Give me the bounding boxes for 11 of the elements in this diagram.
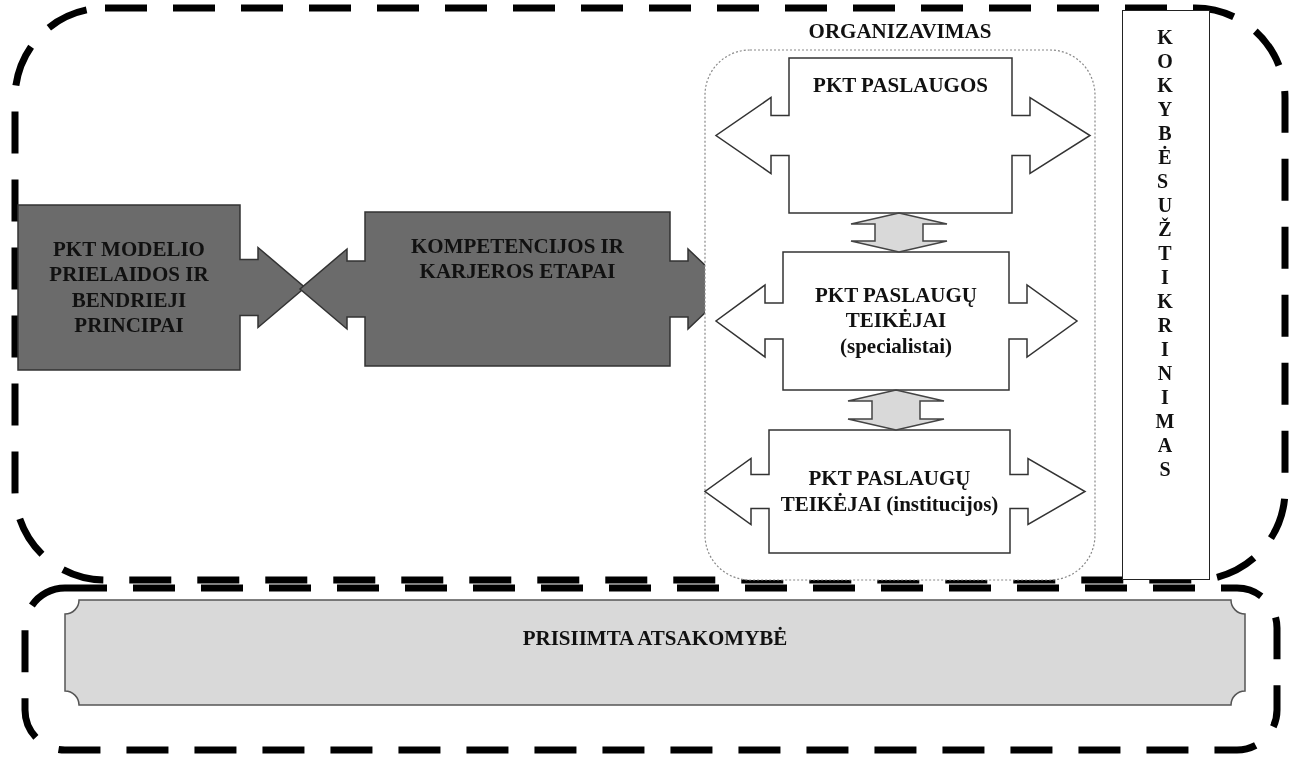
- node-label: KOMPETENCIJOS IR KARJEROS ETAPAI: [410, 233, 625, 285]
- double-arrow: [850, 212, 948, 253]
- vertical-label: KOKYBĖS UŽTIKRINIMAS: [1155, 25, 1175, 481]
- node-label: PKT PASLAUGOS: [813, 72, 988, 99]
- node-label: PKT PASLAUGŲ TEIKĖJAI (institucijos): [779, 466, 1000, 517]
- double-arrow: [847, 389, 945, 431]
- vertical-box: [1122, 10, 1210, 580]
- node-label: PKT MODELIO PRIELAIDOS IR BENDRIEJI PRINCIPAI: [48, 237, 210, 338]
- node-label: PKT PASLAUGŲ TEIKĖJAI (specialistai): [814, 283, 978, 359]
- group-heading: ORGANIZAVIMAS: [808, 19, 992, 45]
- plaque-label: PRISIIMTA ATSAKOMYBĖ: [522, 626, 788, 652]
